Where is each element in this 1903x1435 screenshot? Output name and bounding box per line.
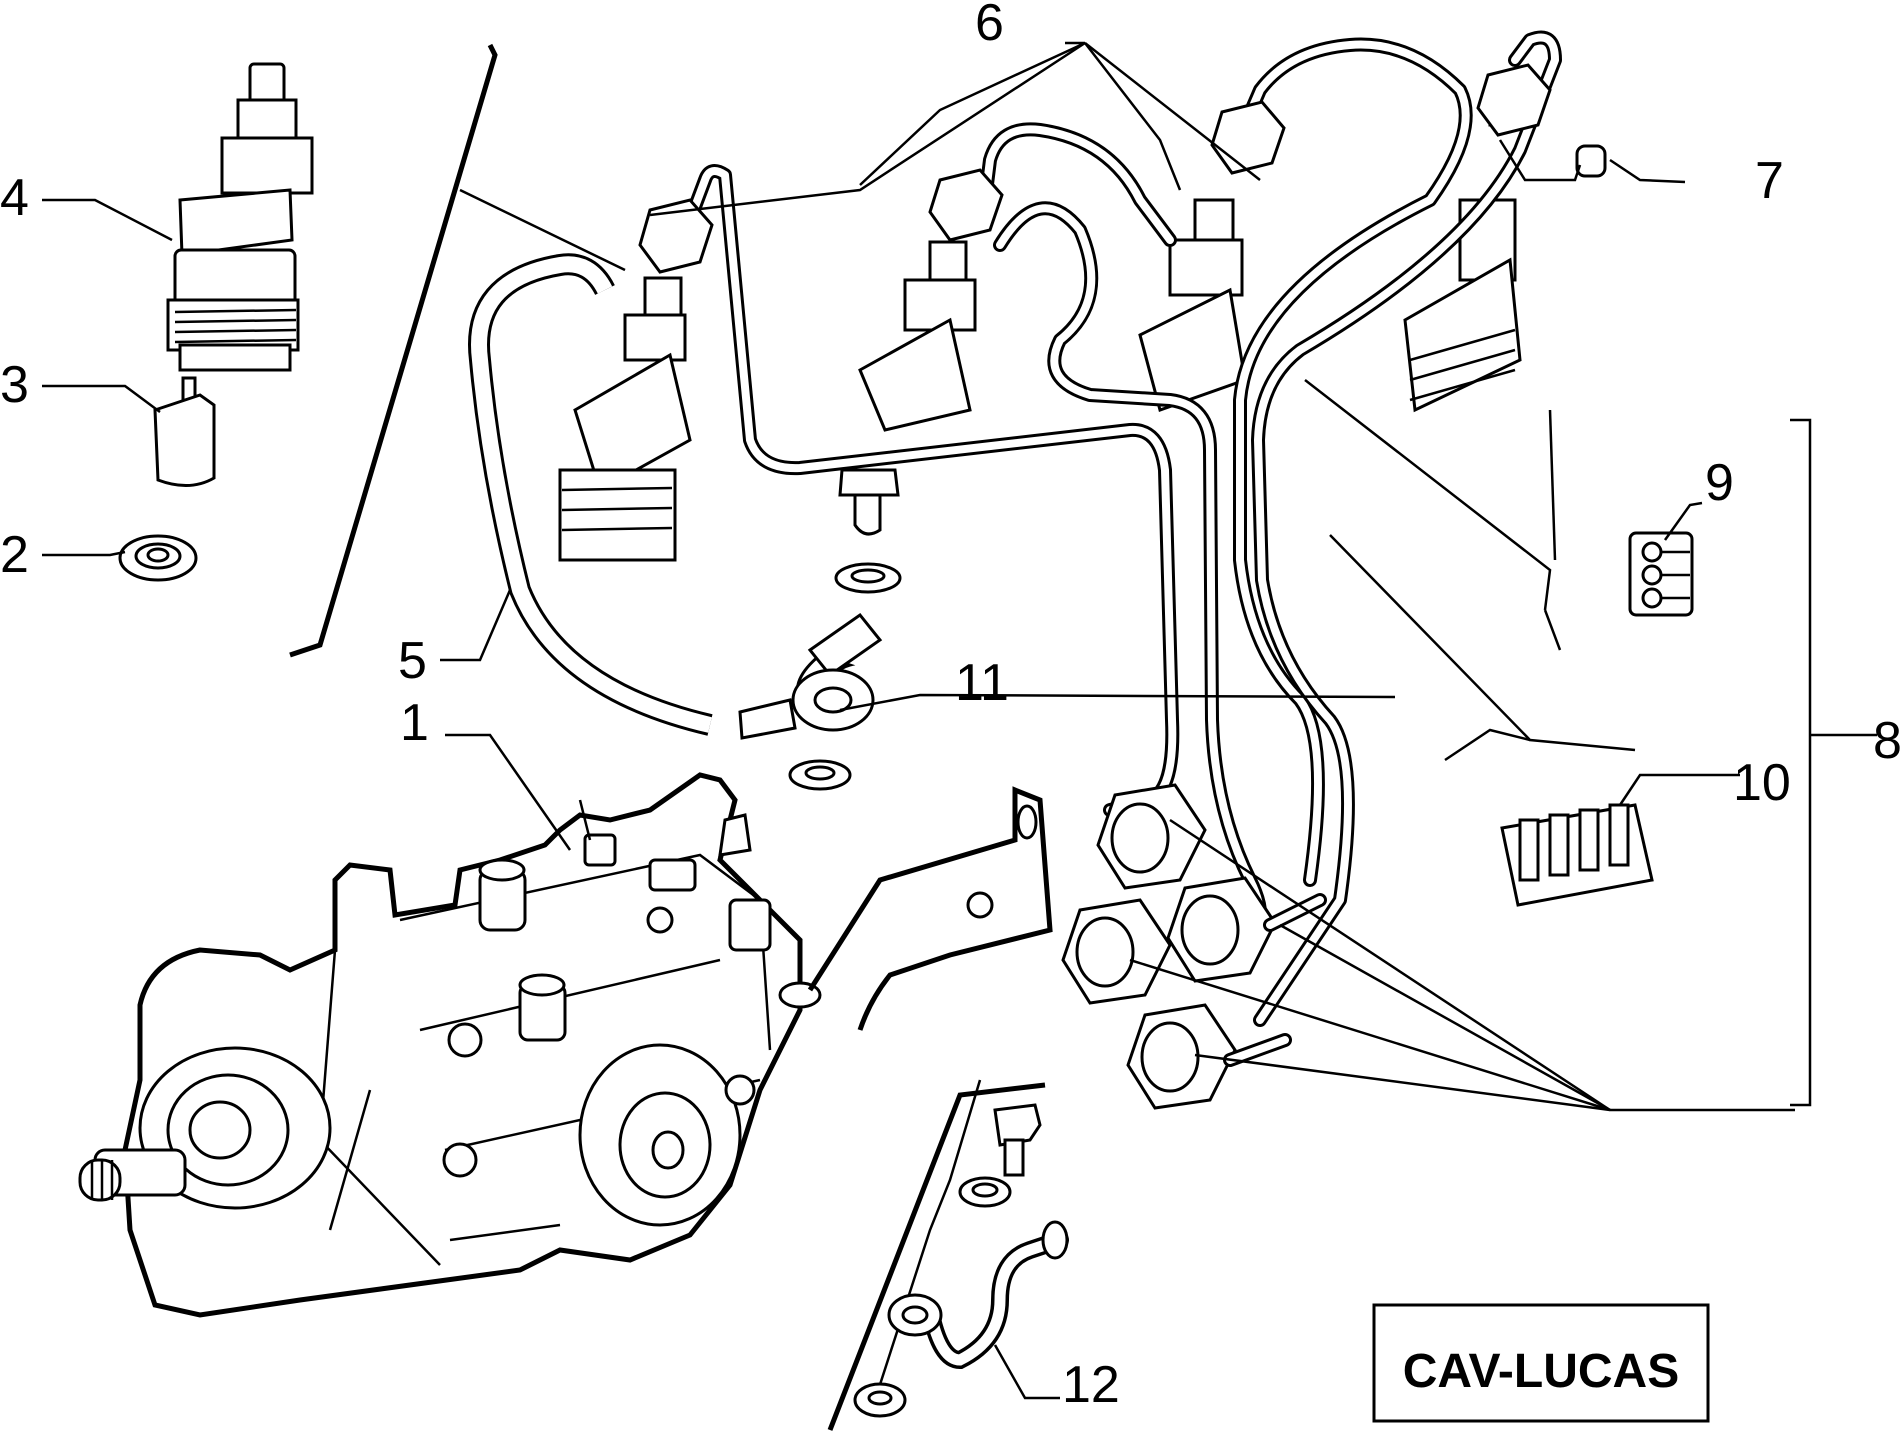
injector-lines-part-6 xyxy=(683,30,1562,1027)
installed-injector-b xyxy=(858,240,977,432)
nozzle-part-3 xyxy=(153,376,216,487)
callout-7: 7 xyxy=(1755,152,1784,210)
washer-part-2 xyxy=(118,534,198,582)
injection-pump-part-1 xyxy=(78,772,822,1318)
callout-11: 11 xyxy=(955,654,1009,712)
brand-label-box: CAV-LUCAS xyxy=(1372,1303,1710,1423)
callout-8: 8 xyxy=(1873,712,1902,770)
installed-injector-a xyxy=(558,276,692,562)
pipe-nuts-lower xyxy=(1061,783,1327,1110)
return-hose-part-5 xyxy=(468,253,713,736)
callout-9: 9 xyxy=(1705,454,1734,512)
pump-bracket xyxy=(807,786,1053,1031)
callout-5: 5 xyxy=(398,632,427,690)
clip-part-10 xyxy=(1500,803,1654,907)
brand-label: CAV-LUCAS xyxy=(1403,1345,1679,1398)
callout-12: 12 xyxy=(1062,1356,1120,1414)
pipe-nuts-upper xyxy=(638,63,1552,274)
callout-10: 10 xyxy=(1733,754,1791,812)
cap-part-7 xyxy=(1575,144,1607,178)
section-break-lines xyxy=(289,43,1636,762)
callout-6: 6 xyxy=(975,0,1004,52)
callout-1: 1 xyxy=(400,694,429,752)
callout-3: 3 xyxy=(0,356,29,414)
leakoff-pipe-part-12 xyxy=(827,1079,1069,1431)
installed-injector-c xyxy=(1138,198,1247,412)
callout-2: 2 xyxy=(0,526,29,584)
callout-4: 4 xyxy=(0,169,29,227)
clip-part-9 xyxy=(1628,531,1694,617)
banjo-fitting-part-11 xyxy=(738,468,902,791)
injector-part-4 xyxy=(166,62,314,372)
leader-lines xyxy=(42,41,1877,1400)
